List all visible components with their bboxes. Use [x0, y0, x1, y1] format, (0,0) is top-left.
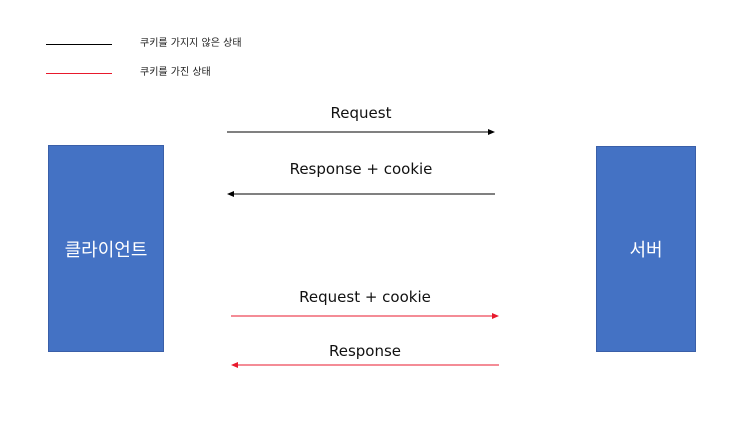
legend-line-with-cookie [46, 73, 112, 74]
client-box: 클라이언트 [48, 145, 164, 352]
arrow-request-cookie [231, 313, 499, 319]
legend-line-no-cookie [46, 44, 112, 45]
client-label: 클라이언트 [64, 239, 148, 261]
legend-label-no-cookie: 쿠키를 가지지 않은 상태 [140, 38, 242, 49]
arrow-request [227, 129, 495, 135]
legend-label-with-cookie: 쿠키를 가진 상태 [140, 67, 211, 78]
message-label-response-cookie: Response + cookie [289, 160, 433, 178]
message-label-response: Response [328, 342, 402, 360]
server-label: 서버 [629, 240, 663, 261]
arrow-response [231, 362, 499, 368]
message-label-request-cookie: Request + cookie [299, 288, 431, 306]
message-label-request: Request [330, 104, 392, 122]
server-box: 서버 [596, 146, 696, 352]
arrow-response-cookie [227, 191, 495, 197]
